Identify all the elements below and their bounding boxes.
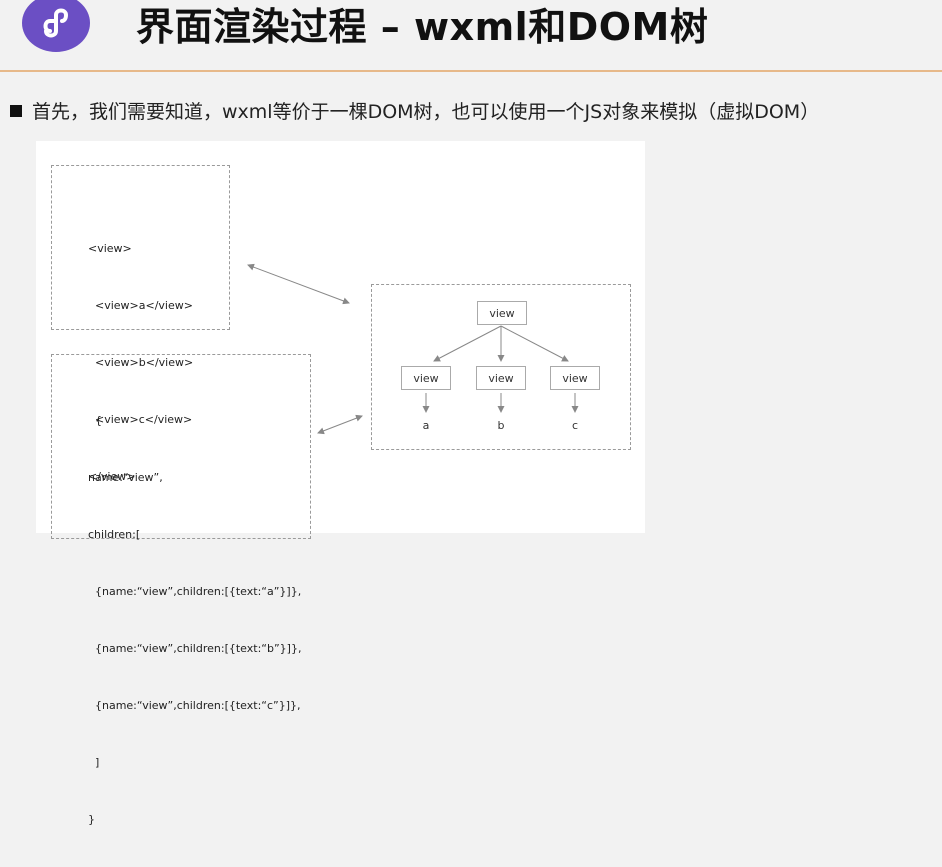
tree-leaf-text: a xyxy=(422,419,430,432)
tree-leaf-text: c xyxy=(571,419,579,432)
page-title: 界面渲染过程 – wxml和DOM树 xyxy=(136,5,709,49)
bullet-square-icon xyxy=(10,105,22,117)
wxml-line: <view>c</view> xyxy=(88,413,193,426)
connector-lines xyxy=(247,263,579,435)
tree-edge xyxy=(433,325,502,362)
js-line: ] xyxy=(88,756,100,769)
wxml-line: </view> xyxy=(88,470,136,483)
wxml-to-tree-arrow xyxy=(247,263,350,305)
tree-child-node: view xyxy=(401,366,451,390)
tree-leaf-text: b xyxy=(497,419,505,432)
wxml-line: <view>a</view> xyxy=(88,299,193,312)
bullet-text: 首先，我们需要知道，wxml等价于一棵DOM树，也可以使用一个JS对象来模拟（虚… xyxy=(32,101,820,123)
dom-tree-box xyxy=(371,284,631,450)
js-line: {name:“view”,children:[{text:“a”}]}, xyxy=(88,585,302,598)
tree-root-node: view xyxy=(477,301,527,325)
header-divider xyxy=(0,70,942,72)
js-line: } xyxy=(88,813,95,826)
js-line: {name:“view”,children:[{text:“c”}]}, xyxy=(88,699,301,712)
wxml-line: <view> xyxy=(88,242,132,255)
mini-program-logo-icon xyxy=(22,0,90,52)
js-line: { xyxy=(88,414,102,427)
js-line: {name:“view”,children:[{text:“b”}]}, xyxy=(88,642,302,655)
tree-child-node: view xyxy=(476,366,526,390)
tree-edge xyxy=(500,325,569,362)
wxml-line: <view>b</view> xyxy=(88,356,194,369)
js-line: name:“view”, xyxy=(88,471,163,484)
wxml-code-box: <view> <view>a</view> <view>b</view> <vi… xyxy=(51,165,230,483)
slide-header: 界面渲染过程 – wxml和DOM树 xyxy=(0,0,942,72)
bullet-point: 首先，我们需要知道，wxml等价于一棵DOM树，也可以使用一个JS对象来模拟（虚… xyxy=(10,97,819,124)
js-to-tree-arrow xyxy=(317,414,363,435)
tree-child-node: view xyxy=(550,366,600,390)
diagram-panel: <view> <view>a</view> <view>b</view> <vi… xyxy=(36,141,645,826)
